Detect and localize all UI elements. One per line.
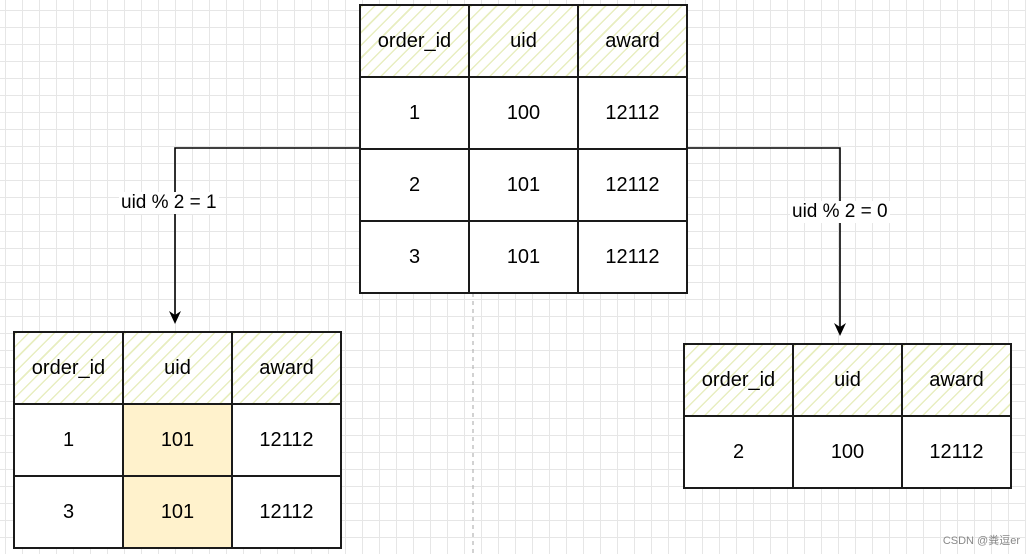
header-cell: uid [122,331,233,405]
header-cell: order_id [359,4,470,78]
header-cell: order_id [13,331,124,405]
odd-uid-table: order_id uid award 1 101 12112 3 101 121… [13,331,342,549]
header-cell: award [901,343,1012,417]
table-cell: 100 [792,415,903,489]
odd-condition-label: uid % 2 = 1 [119,192,219,214]
highlighted-uid-cell: 101 [122,403,233,477]
header-cell: uid [468,4,579,78]
table-cell: 101 [468,148,579,222]
table-cell: 101 [468,220,579,294]
table-cell: 12112 [901,415,1012,489]
source-table: order_id uid award 1 100 12112 2 101 121… [359,4,688,294]
watermark: CSDN @粪逗er [942,535,1020,547]
header-cell: award [231,331,342,405]
table-cell: 1 [359,76,470,150]
header-cell: award [577,4,688,78]
table-row: 1 101 12112 [13,403,342,477]
table-row: 3 101 12112 [359,220,688,294]
table-cell: 1 [13,403,124,477]
table-cell: 3 [359,220,470,294]
header-cell: uid [792,343,903,417]
right-branch-arrow [684,147,841,334]
table-cell: 12112 [231,403,342,477]
table-cell: 12112 [577,148,688,222]
even-condition-label: uid % 2 = 0 [790,201,890,223]
highlighted-uid-cell: 101 [122,475,233,549]
right-arrowhead [834,323,846,336]
table-cell: 100 [468,76,579,150]
table-row: 2 100 12112 [683,415,1012,489]
table-row: 2 101 12112 [359,148,688,222]
table-header-row: order_id uid award [13,331,342,405]
header-cell: order_id [683,343,794,417]
even-uid-table: order_id uid award 2 100 12112 [683,343,1012,489]
table-cell: 12112 [231,475,342,549]
table-cell: 12112 [577,220,688,294]
table-row: 1 100 12112 [359,76,688,150]
table-header-row: order_id uid award [683,343,1012,417]
left-branch-arrow [174,147,359,322]
table-cell: 3 [13,475,124,549]
table-header-row: order_id uid award [359,4,688,78]
left-arrowhead [169,311,181,324]
table-cell: 2 [359,148,470,222]
table-cell: 2 [683,415,794,489]
table-row: 3 101 12112 [13,475,342,549]
table-cell: 12112 [577,76,688,150]
